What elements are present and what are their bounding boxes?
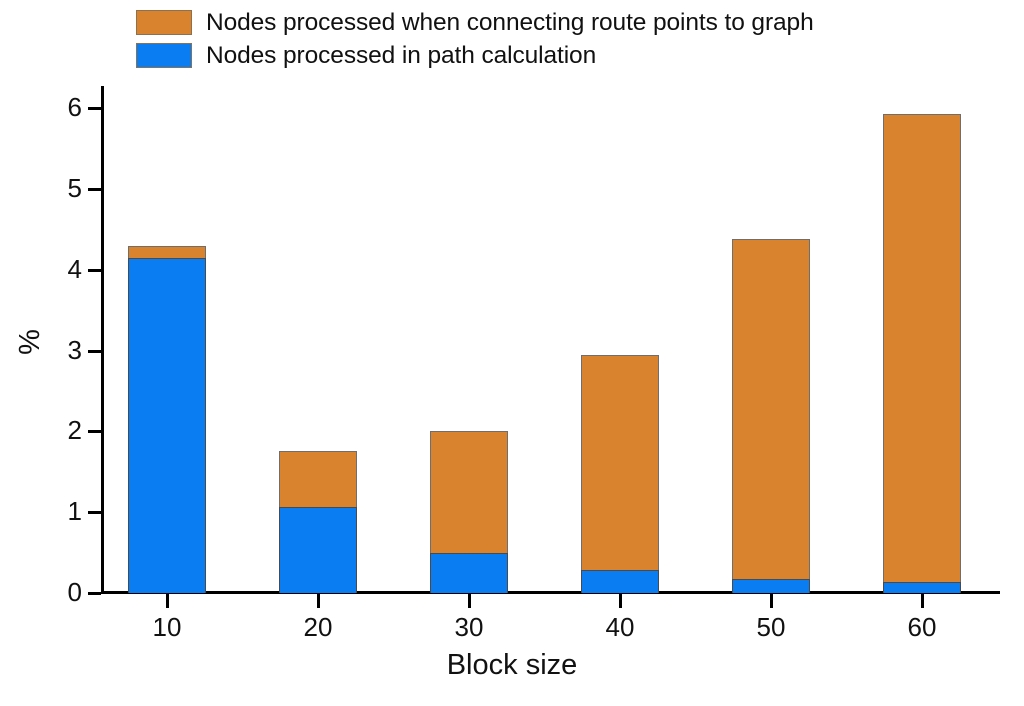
- x-tick-mark: [468, 594, 471, 608]
- legend-item-bottom-series: Nodes processed in path calculation: [136, 39, 916, 72]
- bar-group: [430, 0, 508, 593]
- x-tick-label: 50: [756, 612, 786, 642]
- x-tick-mark: [770, 594, 773, 608]
- x-axis-title: Block size: [446, 649, 578, 681]
- y-tick-label: 5: [67, 173, 82, 203]
- legend-swatch-blue: [136, 43, 192, 68]
- bar-segment-connecting-route-points: [732, 239, 810, 581]
- legend-item-top-series: Nodes processed when connecting route po…: [136, 6, 916, 39]
- bar-segment-path-calculation: [279, 507, 357, 593]
- legend-label-blue: Nodes processed in path calculation: [206, 41, 597, 69]
- x-tick-label: 20: [303, 612, 333, 642]
- bar-segment-connecting-route-points: [279, 450, 357, 509]
- legend-swatch-orange: [136, 10, 192, 35]
- x-tick-label: 40: [605, 612, 635, 642]
- x-tick-mark: [317, 594, 320, 608]
- y-axis-line: [101, 86, 104, 594]
- y-tick-mark: [88, 430, 101, 434]
- x-tick-label: 10: [152, 612, 182, 642]
- y-axis-title: %: [14, 329, 46, 355]
- bar-group: [732, 0, 810, 593]
- bar-group: [581, 0, 659, 593]
- y-tick-label: 3: [67, 334, 82, 365]
- bar-segment-path-calculation: [128, 258, 206, 593]
- bar-segment-path-calculation: [883, 582, 961, 593]
- bar-segment-path-calculation: [732, 579, 810, 593]
- y-tick-mark: [88, 107, 101, 111]
- x-tick-label: 30: [454, 612, 484, 642]
- y-tick-mark: [88, 188, 101, 191]
- bar-segment-path-calculation: [581, 569, 659, 593]
- y-tick-label: 4: [67, 253, 82, 284]
- y-tick-label: 6: [67, 92, 82, 123]
- y-tick-label: 1: [67, 496, 82, 527]
- y-tick-mark: [88, 349, 101, 353]
- x-tick-mark: [619, 594, 622, 608]
- bar-segment-connecting-route-points: [581, 355, 659, 571]
- x-tick-mark: [921, 594, 924, 608]
- bar-segment-connecting-route-points: [128, 246, 206, 260]
- bar-group: [128, 0, 206, 593]
- x-tick-label: 60: [907, 612, 937, 642]
- legend-label-orange: Nodes processed when connecting route po…: [206, 8, 814, 36]
- chart-legend: Nodes processed when connecting route po…: [136, 6, 916, 72]
- y-tick-mark: [88, 592, 101, 595]
- y-tick-label: 0: [67, 577, 82, 607]
- bar-group: [279, 0, 357, 593]
- bar-segment-connecting-route-points: [883, 113, 961, 584]
- bar-group: [883, 0, 961, 593]
- y-tick-mark: [88, 268, 101, 272]
- bar-segment-path-calculation: [430, 552, 508, 593]
- y-tick-mark: [88, 511, 101, 515]
- x-tick-mark: [166, 594, 169, 608]
- bar-segment-connecting-route-points: [430, 431, 508, 554]
- y-tick-label: 2: [67, 415, 82, 446]
- x-axis-line: [101, 591, 1000, 594]
